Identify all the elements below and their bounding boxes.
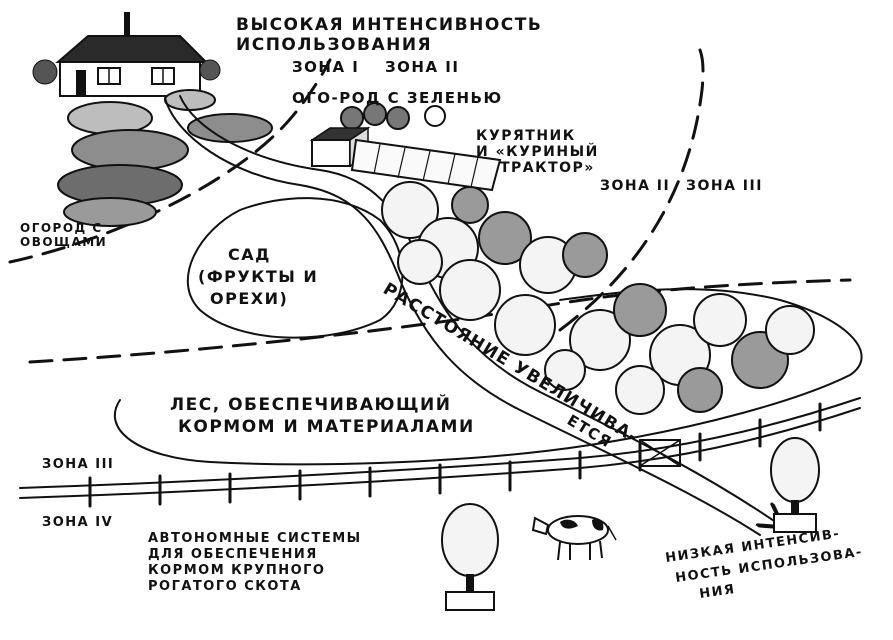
zone-boundary-1-2 — [8, 58, 332, 264]
kitchen-garden-label: ОГО-РОД С ЗЕЛЕНЬЮ — [292, 89, 503, 107]
fence — [19, 397, 861, 508]
orchard-line3: ОРЕХИ) — [210, 289, 288, 308]
high-intensity-line2: ИСПОЛЬЗОВАНИЯ — [236, 35, 432, 55]
forest-trees — [544, 283, 815, 415]
high-intensity-line1: ВЫСОКАЯ ИНТЕНСИВНОСТЬ — [236, 15, 542, 35]
zone-2-label-top: ЗОНА II — [385, 58, 459, 76]
zone-3-label-left: ЗОНА III — [42, 457, 114, 472]
forest-outline — [113, 288, 863, 466]
pasture-tree-2 — [770, 437, 820, 533]
coop-line3: ТРАКТОР» — [500, 160, 595, 176]
vegetable-beds — [57, 89, 273, 227]
low-intensity-label: НИЗКАЯ ИНТЕНСИВ- НОСТЬ ИСПОЛЬЗОВА- НИЯ — [664, 527, 863, 602]
auto-line1: АВТОНОМНЫЕ СИСТЕМЫ — [148, 531, 362, 546]
forest-line1: ЛЕС, ОБЕСПЕЧИВАЮЩИЙ — [170, 393, 451, 415]
pasture-tree-1 — [441, 503, 499, 611]
zone-4-label-left: ЗОНА IV — [42, 515, 113, 530]
autonomous-systems-label: АВТОНОМНЫЕ СИСТЕМЫ ДЛЯ ОБЕСПЕЧЕНИЯ КОРМО… — [148, 531, 362, 594]
forest-label: ЛЕС, ОБЕСПЕЧИВАЮЩИЙ КОРМОМ И МАТЕРИАЛАМИ — [170, 393, 475, 437]
coop-line2: И «КУРИНЫЙ — [476, 143, 599, 160]
auto-line3: КОРМОМ КРУПНОГО — [148, 563, 325, 578]
high-intensity-label: ВЫСОКАЯ ИНТЕНСИВНОСТЬ ИСПОЛЬЗОВАНИЯ — [236, 15, 542, 55]
path-left-edge — [164, 97, 761, 536]
coop-line1: КУРЯТНИК — [476, 128, 576, 144]
zone-3-label-mid: ЗОНА III — [686, 178, 763, 194]
veg-line1: ОГОРОД С — [20, 221, 103, 235]
orchard-line2: (ФРУКТЫ И — [198, 267, 318, 286]
auto-line2: ДЛЯ ОБЕСПЕЧЕНИЯ — [148, 547, 318, 562]
zone-1-label: ЗОНА I — [292, 58, 359, 76]
vegetable-garden-label: ОГОРОД С ОВОЩАМИ — [20, 221, 107, 249]
cow-icon — [531, 515, 617, 561]
auto-line4: РОГАТОГО СКОТА — [148, 579, 302, 594]
kitchen-garden-shrubs — [340, 102, 446, 130]
zone-2-label-mid: ЗОНА II — [600, 178, 670, 194]
veg-line2: ОВОЩАМИ — [20, 235, 107, 249]
orchard-line1: САД — [228, 245, 271, 264]
orchard-label: САД (ФРУКТЫ И ОРЕХИ) — [198, 245, 318, 308]
house-icon — [32, 12, 221, 97]
orchard-outline — [186, 197, 404, 339]
chicken-coop-icon — [309, 126, 502, 192]
low-line3: НИЯ — [698, 582, 736, 602]
orchard-trees — [381, 181, 608, 356]
forest-line2: КОРМОМ И МАТЕРИАЛАМИ — [178, 417, 475, 437]
chicken-coop-label: КУРЯТНИК И «КУРИНЫЙ ТРАКТОР» — [476, 128, 599, 176]
zone-boundary-2-3 — [558, 48, 705, 332]
